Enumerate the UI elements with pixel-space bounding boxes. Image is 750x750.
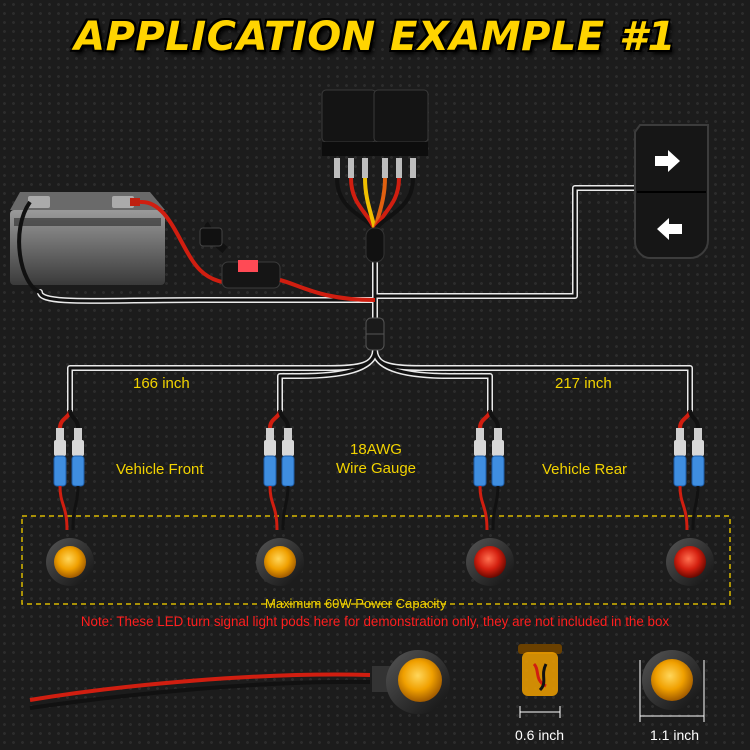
wire-gauge-caption: Wire Gauge xyxy=(335,460,417,477)
vehicle-rear-label: Vehicle Rear xyxy=(542,461,628,478)
connector-icon xyxy=(365,317,385,351)
capacity-box xyxy=(21,515,731,605)
led-pod-2 xyxy=(256,409,304,586)
wiring-harness xyxy=(37,185,693,413)
led-pod-lens xyxy=(264,546,296,578)
led-pod-lens xyxy=(474,546,506,578)
arrow-right-icon xyxy=(655,150,680,172)
led-pod-lens xyxy=(54,546,86,578)
led-pod-front-icon xyxy=(639,650,705,722)
capacity-label: Maximum 60W Power Capacity xyxy=(265,596,447,611)
fuse-holder-icon xyxy=(199,221,376,302)
pod-diameter-label: 1.1 inch xyxy=(650,727,700,743)
pod-height-label: 0.6 inch xyxy=(515,727,565,743)
led-pod-3 xyxy=(466,409,514,586)
rear-length-label: 217 inch xyxy=(555,375,612,392)
wire-gauge-value: 18AWG xyxy=(350,441,402,458)
vehicle-front-label: Vehicle Front xyxy=(116,461,204,478)
led-pod-icon xyxy=(29,650,450,714)
page-title: APPLICATION EXAMPLE #1 xyxy=(74,14,676,60)
front-length-label: 166 inch xyxy=(133,375,190,392)
led-pod-1 xyxy=(46,409,94,586)
wire-gauge-label: 18AWG Wire Gauge xyxy=(326,440,426,478)
led-pod-side-icon xyxy=(518,644,562,718)
rocker-switch-icon xyxy=(634,124,709,259)
led-pods xyxy=(46,409,714,586)
arrow-left-icon xyxy=(657,218,682,240)
battery-icon xyxy=(10,192,241,294)
led-pod-4 xyxy=(666,409,714,586)
relay-icon xyxy=(321,89,429,263)
led-pod-lens xyxy=(674,546,706,578)
note-text: Note: These LED turn signal light pods h… xyxy=(80,614,670,629)
